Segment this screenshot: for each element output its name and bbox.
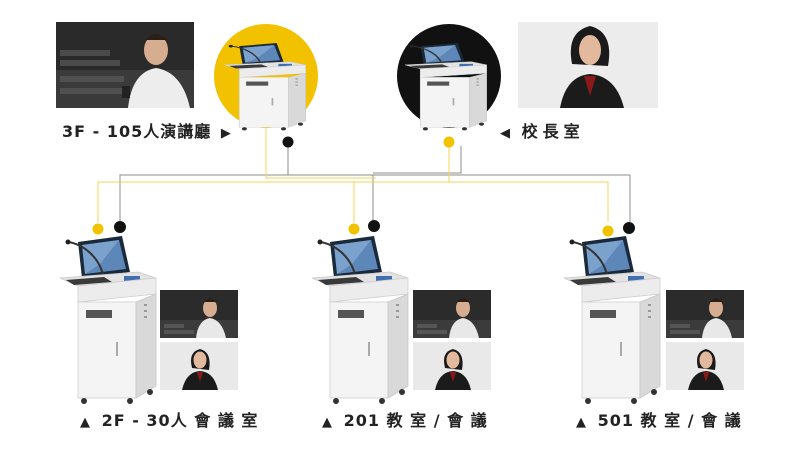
principal-lectern-circle [397, 24, 501, 132]
principal-label: ◀ 校長室 [500, 118, 585, 142]
arrow-right-icon: ▶ [220, 126, 232, 141]
signal-dot-yellow [348, 223, 360, 235]
signal-dot-yellow [602, 225, 614, 237]
room-501-label: ▲ 501 教 室 / 會 議 [576, 407, 742, 431]
principal-label-text: 校長室 [521, 122, 585, 141]
signal-dot-black [368, 220, 380, 232]
auditorium-label-text: 3F - 105人演講廳 [62, 122, 212, 141]
smart-lectern-2f [59, 235, 157, 405]
room-501-label-text: 501 教 室 / 會 議 [597, 411, 742, 430]
arrow-up-icon: ▲ [322, 415, 333, 430]
video-feed-201 [413, 290, 491, 390]
signal-dot-black [282, 136, 294, 148]
room-201-label: ▲ 201 教 室 / 會 議 [322, 407, 488, 431]
video-feed-2f [160, 290, 238, 390]
arrow-left-icon: ◀ [500, 126, 511, 141]
room-201-label-text: 201 教 室 / 會 議 [343, 411, 488, 430]
smart-lectern-501 [563, 235, 661, 405]
principal-photo [518, 22, 658, 108]
connection-lines [97, 128, 631, 222]
smart-lectern-201 [311, 235, 409, 405]
room-2f-label: ▲ 2F - 30人 會 議 室 [80, 407, 258, 431]
room-2f-label-text: 2F - 30人 會 議 室 [101, 411, 259, 430]
auditorium-lectern-circle [214, 24, 318, 132]
arrow-up-icon: ▲ [80, 415, 91, 430]
signal-dot-yellow [92, 223, 104, 235]
arrow-up-icon: ▲ [576, 415, 587, 430]
video-feed-501 [666, 290, 744, 390]
signal-dot-yellow [443, 136, 455, 148]
auditorium-label: 3F - 105人演講廳 ▶ [62, 118, 232, 142]
auditorium-photo [56, 22, 194, 108]
signal-dot-black [623, 222, 635, 234]
signal-dot-black [114, 221, 126, 233]
